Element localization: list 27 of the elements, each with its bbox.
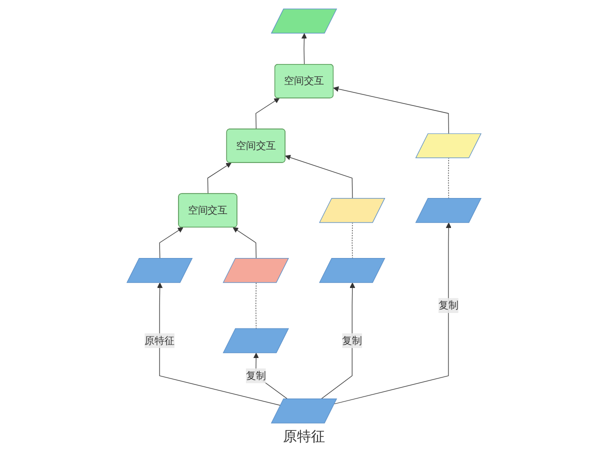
node-box [270, 398, 338, 424]
arrow [232, 227, 256, 259]
arrow [333, 86, 450, 134]
node-box [319, 258, 386, 283]
arrow [253, 352, 288, 400]
arrow [256, 98, 280, 130]
arrow [334, 222, 452, 404]
node-box [415, 198, 482, 223]
edge-label: 复制 [342, 334, 362, 346]
connector [448, 158, 450, 199]
node-box [222, 328, 289, 354]
arrow [159, 227, 184, 259]
caption-text: 原特征 [283, 428, 325, 446]
arrow [285, 154, 353, 199]
arrow [207, 162, 232, 194]
node-box [126, 258, 193, 283]
arrow [157, 282, 281, 406]
edge-label: 原特征 [144, 334, 175, 346]
edge-label: 复制 [246, 370, 266, 382]
arrow [320, 282, 356, 400]
edge-label: 复制 [438, 299, 458, 312]
connector [352, 222, 353, 259]
node-box [415, 133, 482, 158]
arrow [301, 33, 307, 65]
node-box [222, 258, 289, 283]
node-box [319, 198, 386, 223]
node-box [270, 8, 338, 34]
